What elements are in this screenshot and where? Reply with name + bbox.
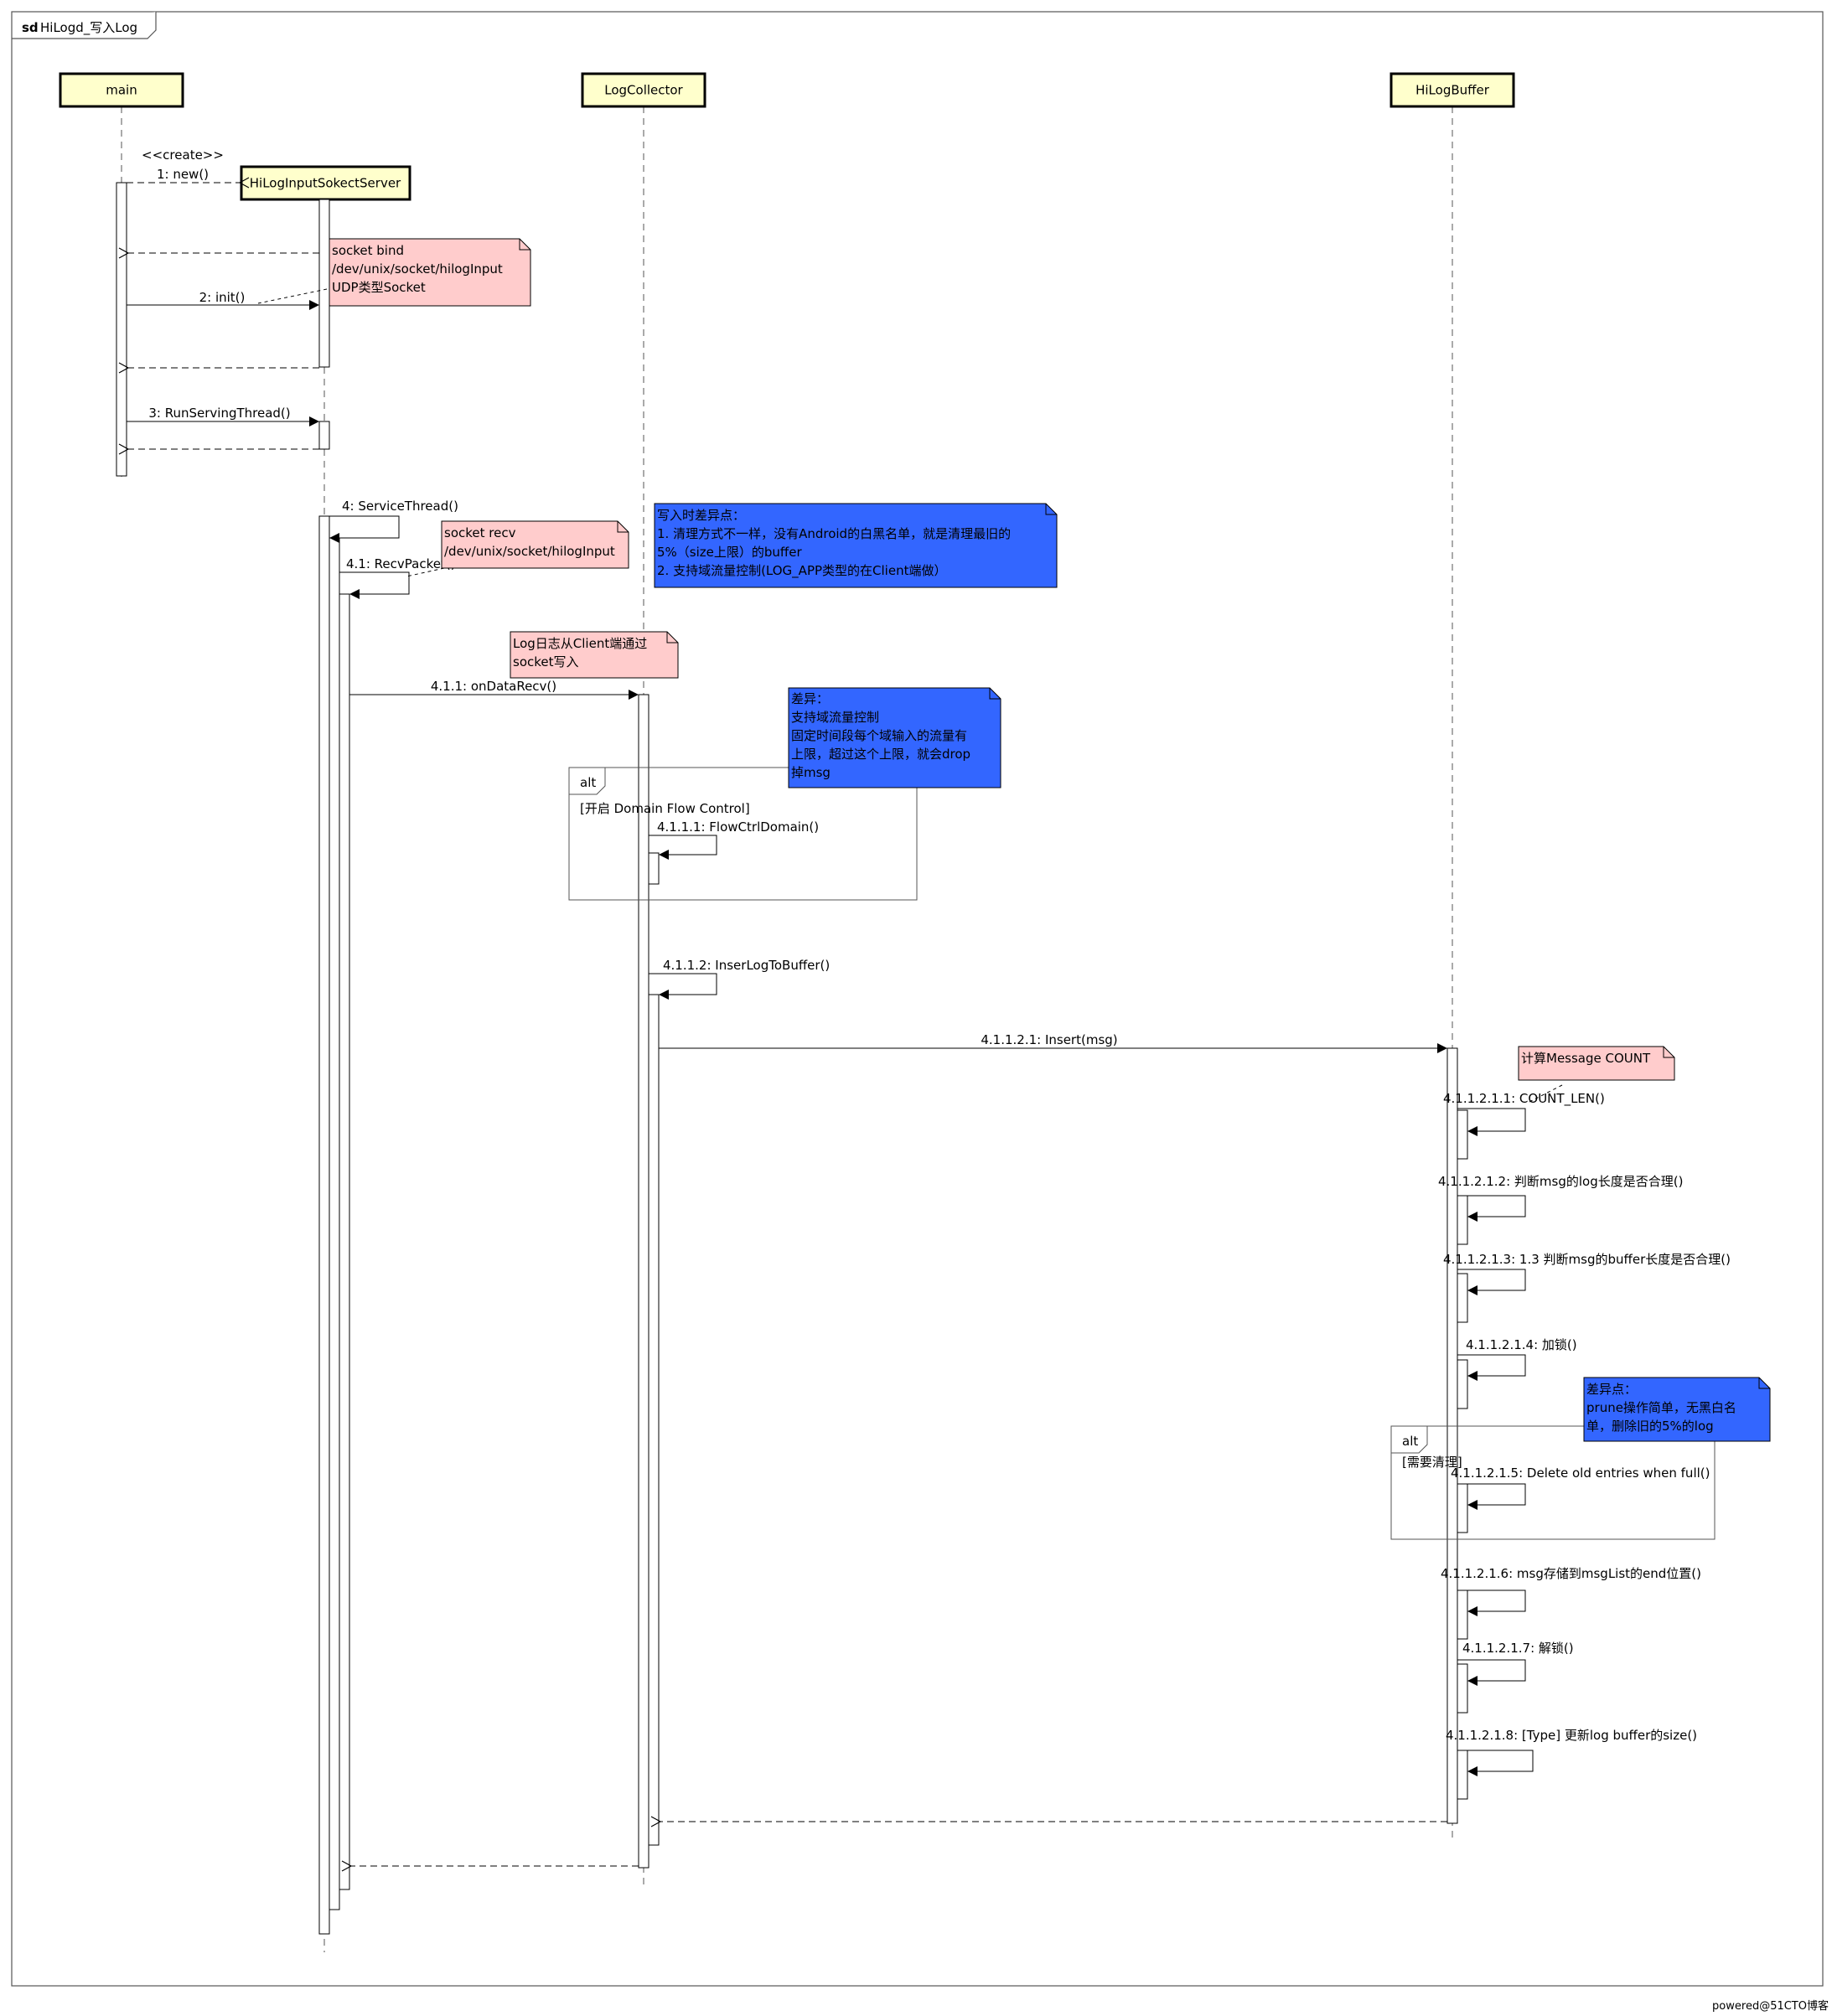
note-log-from-client: Log日志从Client端通过 socket写入 [510,631,679,679]
note-text: 差异点： prune操作简单，无黑白名 单，删除旧的5%的log [1586,1382,1741,1434]
message-delete-old-entries[interactable]: 4.1.1.2.1.5: Delete old entries when ful… [1451,1465,1710,1510]
message-label: 4.1.1: onDataRecv() [431,679,556,694]
activation-bar [116,182,127,477]
note-write-diff: 写入时差异点： 1. 清理方式不一样，没有Android的白黑名单，就是清理最旧… [654,503,1058,588]
participant-server[interactable]: HiLogInputSokectServer [240,165,411,201]
activation-bar [1457,1483,1468,1533]
note-socket-bind: socket bind /dev/unix/socket/hilogInput … [329,238,531,307]
message-on-data-recv[interactable]: 4.1.1: onDataRecv() [349,679,639,700]
participant-label: HiLogInputSokectServer [250,176,401,191]
message-label: 4: ServiceThread() [342,499,458,514]
message-label: 1: new() [157,167,209,182]
activation-bar [1457,1195,1468,1245]
message-update-size[interactable]: 4.1.1.2.1.8: [Type] 更新log buffer的size() [1446,1728,1697,1776]
participant-main[interactable]: main [59,72,184,108]
message-label: 4.1.1.1: FlowCtrlDomain() [657,819,819,835]
message-store-msg[interactable]: 4.1.1.2.1.6: msg存储到msgList的end位置() [1441,1566,1701,1616]
activation-bar [1457,1663,1468,1714]
participant-buffer[interactable]: HiLogBuffer [1390,72,1515,108]
message-unlock[interactable]: 4.1.1.2.1.7: 解锁() [1457,1641,1574,1686]
participant-label: LogCollector [604,83,683,98]
fragment-alt-cleanup: alt [需要清理] [1390,1425,1716,1540]
activation-bar [1457,1109,1468,1160]
message-label: 4.1.1.2.1.5: Delete old entries when ful… [1451,1465,1710,1481]
note-text: socket bind /dev/unix/socket/hilogInput … [332,243,507,295]
message-inser-log-to-buffer[interactable]: 4.1.1.2: InserLogToBuffer() [649,958,830,1000]
message-init[interactable]: 2: init() [127,290,319,310]
message-check-buffer-length[interactable]: 4.1.1.2.1.3: 1.3 判断msg的buffer长度是否合理() [1443,1252,1731,1295]
note-text: 计算Message COUNT [1521,1051,1651,1066]
message-count-len[interactable]: 4.1.1.2.1.1: COUNT_LEN() [1443,1091,1605,1136]
message-check-log-length[interactable]: 4.1.1.2.1.2: 判断msg的log长度是否合理() [1438,1174,1683,1222]
stereotype-label: <<create>> [142,147,224,163]
activation-bar [1457,1359,1468,1409]
note-text: Log日志从Client端通过 socket写入 [513,636,651,669]
note-message-count: 计算Message COUNT [1518,1046,1675,1081]
message-label: 3: RunServingThread() [148,406,290,421]
message-label: 4.1.1.2.1.2: 判断msg的log长度是否合理() [1438,1174,1683,1189]
message-label: 4.1.1.2.1.8: [Type] 更新log buffer的size() [1446,1728,1697,1743]
watermark-text: powered@51CTO博客 [1712,1999,1829,2013]
note-prune-diff: 差异点： prune操作简单，无黑白名 单，删除旧的5%的log [1583,1377,1771,1442]
activation-bar [648,852,660,885]
fragment-alt-flow-control: alt [开启 Domain Flow Control] [568,767,918,901]
fragment-guard: [需要清理] [1402,1455,1462,1470]
message-label: 4.1.1.2.1: Insert(msg) [981,1032,1117,1047]
note-text: socket recv /dev/unix/socket/hilogInput [444,525,615,559]
activation-bar [1457,1750,1468,1800]
message-recv-packet[interactable]: 4.1: RecvPacket() [339,556,456,599]
participant-collector[interactable]: LogCollector [581,72,706,108]
message-label: 4.1: RecvPacket() [346,556,456,571]
note-connectors [257,288,1563,1103]
frame-title: HiLogd_写入Log [40,20,137,36]
fragment-operator: alt [580,775,596,790]
note-socket-recv: socket recv /dev/unix/socket/hilogInput [441,520,629,569]
message-label: 4.1.1.2: InserLogToBuffer() [663,958,830,973]
message-label: 2: init() [199,290,246,305]
fragment-operator: alt [1402,1434,1418,1449]
message-insert[interactable]: 4.1.1.2.1: Insert(msg) [659,1032,1447,1053]
message-lock[interactable]: 4.1.1.2.1.4: 加锁() [1457,1337,1577,1381]
activation-bar [1457,1590,1468,1640]
activation-bar [638,694,649,1869]
note-text: 写入时差异点： 1. 清理方式不一样，没有Android的白黑名单，就是清理最旧… [657,508,1015,579]
activation-bar [318,199,330,368]
activation-bar [329,537,340,1910]
message-label: 4.1.1.2.1.1: COUNT_LEN() [1443,1091,1605,1107]
activation-bar [318,515,330,1935]
message-new[interactable]: <<create>> 1: new() [127,147,240,183]
message-label: 4.1.1.2.1.4: 加锁() [1466,1337,1577,1352]
message-label: 4.1.1.2.1.3: 1.3 判断msg的buffer长度是否合理() [1443,1252,1731,1267]
note-text: 差异： 支持域流量控制 固定时间段每个域输入的流量有 上限，超过这个上限，就会d… [791,691,975,780]
activation-bar [339,593,350,1890]
activation-bar [1446,1047,1458,1824]
activation-bar [318,421,330,450]
frame-prefix: sd [22,20,39,35]
message-flow-ctrl-domain[interactable]: 4.1.1.1: FlowCtrlDomain() [649,819,819,860]
activation-bars [116,182,1468,1935]
message-label: 4.1.1.2.1.6: msg存储到msgList的end位置() [1441,1566,1701,1581]
note-flow-control-diff: 差异： 支持域流量控制 固定时间段每个域输入的流量有 上限，超过这个上限，就会d… [788,687,1001,788]
message-label: 4.1.1.2.1.7: 解锁() [1462,1641,1574,1656]
message-service-thread[interactable]: 4: ServiceThread() [329,499,458,543]
participant-label: main [106,83,137,98]
activation-bar [1457,1273,1468,1323]
sd-frame: sd HiLogd_写入Log [11,11,1824,1987]
message-run-serving-thread[interactable]: 3: RunServingThread() [127,406,319,426]
participant-label: HiLogBuffer [1415,83,1490,98]
activation-bar [648,994,660,1846]
fragment-guard: [开启 Domain Flow Control] [580,801,750,816]
